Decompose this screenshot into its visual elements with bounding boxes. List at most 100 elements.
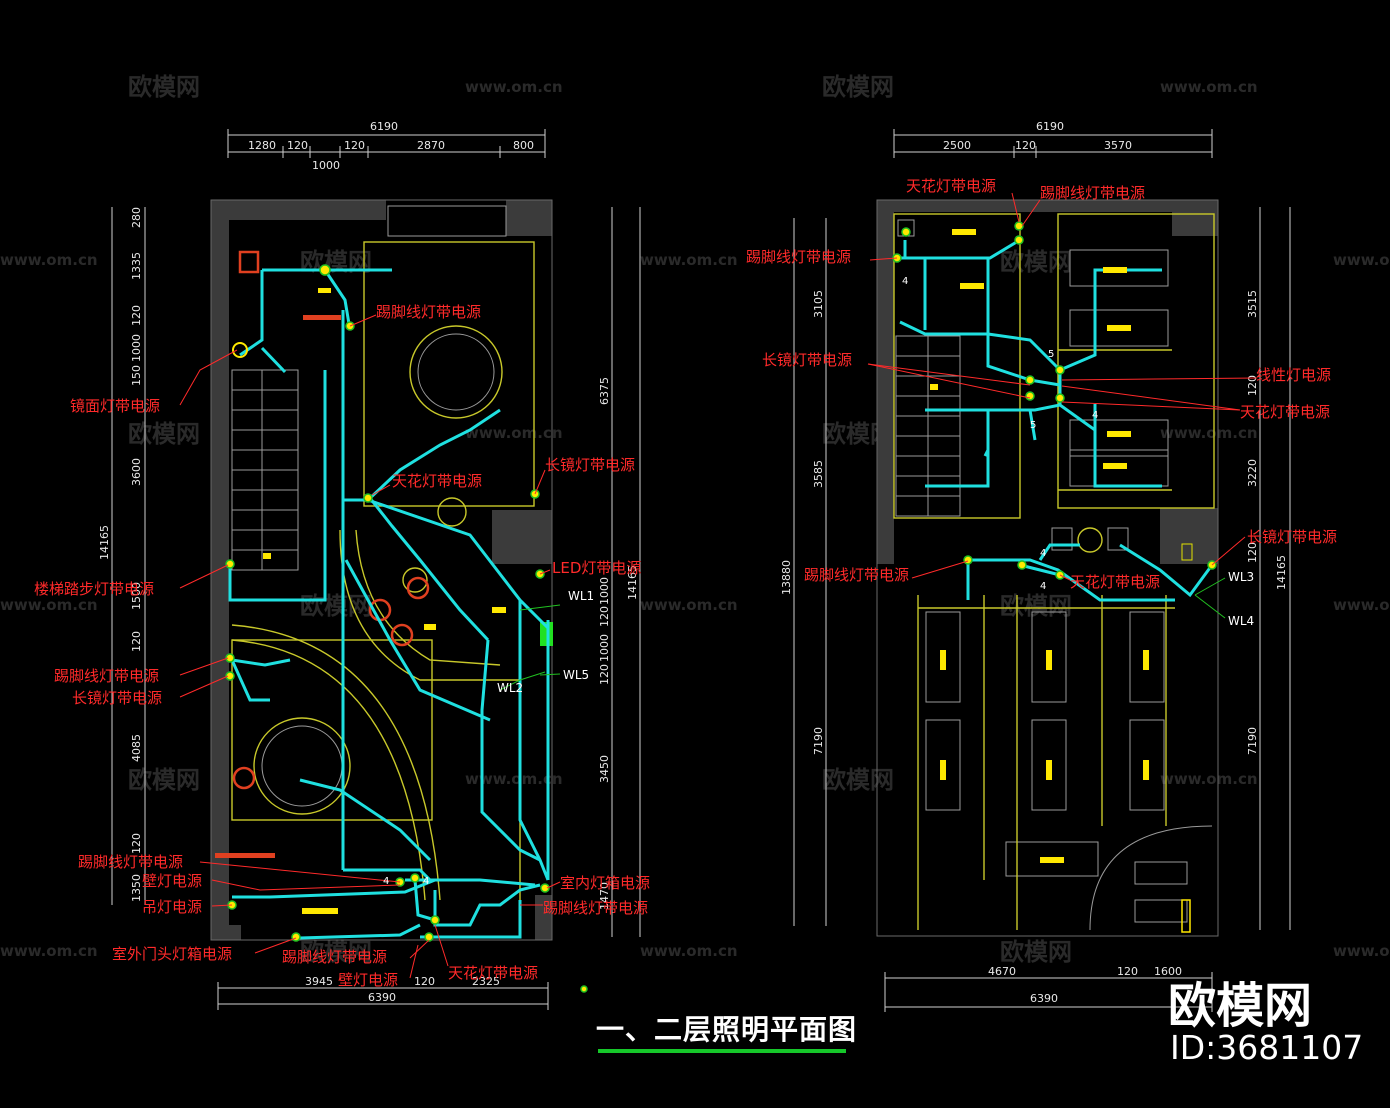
dimension-segment: 7190 xyxy=(812,727,825,755)
dimension-segment: 6375 xyxy=(598,377,611,405)
left-floor-plan: 6190 1280 120 120 2870 800 1000 14165 28… xyxy=(34,120,650,1010)
power-label: 踢脚线灯带电源 xyxy=(543,899,648,917)
right-right-dimensions: 14165 3515 120 3220 120 7190 xyxy=(1246,207,1291,930)
dimension-segment: 2325 xyxy=(472,975,500,988)
power-label: 天花灯带电源 xyxy=(906,177,996,195)
power-label: 天花灯带电源 xyxy=(448,964,538,982)
circuit-tag: WL1 xyxy=(568,589,594,603)
power-label: 天花灯带电源 xyxy=(392,472,482,490)
power-label: 吊灯电源 xyxy=(142,898,202,916)
circuit-tag: WL5 xyxy=(563,668,589,682)
circuit-tag: WL3 xyxy=(1228,570,1254,584)
dimension-segment: 3945 xyxy=(305,975,333,988)
dimension-segment: 1000 xyxy=(598,577,611,605)
circuit-count: 4 xyxy=(1092,410,1098,421)
circuit-tag: WL4 xyxy=(1228,614,1254,628)
brand-id: ID:3681107 xyxy=(1170,1028,1364,1067)
power-label: 室外门头灯箱电源 xyxy=(112,945,232,963)
dimension-segment: 1000 xyxy=(598,634,611,662)
power-label: 踢脚线灯带电源 xyxy=(376,303,481,321)
watermark-url: www.om.cn xyxy=(1160,78,1258,96)
power-label: LED灯带电源 xyxy=(552,559,641,577)
watermark-url: www.om.cn xyxy=(1333,251,1390,269)
power-label: 踢脚线灯带电源 xyxy=(54,667,159,685)
dimension-segment: 2870 xyxy=(417,139,445,152)
left-side-dimensions: 14165 280 1335 120 1000 150 3600 1500 12… xyxy=(98,207,146,905)
watermark-url: www.om.cn xyxy=(0,251,98,269)
watermark-brand: 欧模网 xyxy=(300,592,372,620)
dimension-segment: 3105 xyxy=(812,290,825,318)
left-walls xyxy=(210,199,553,941)
dimension-segment: 4670 xyxy=(988,965,1016,978)
dimension-segment: 7190 xyxy=(1246,727,1259,755)
power-label: 踢脚线灯带电源 xyxy=(282,948,387,966)
circuit-count: 5 xyxy=(1048,349,1054,360)
dimension-overall: 14165 xyxy=(98,525,111,560)
watermark-brand: 欧模网 xyxy=(300,248,372,276)
left-wiring xyxy=(228,268,550,940)
dimension-overall: 14165 xyxy=(1275,555,1288,590)
title-underline xyxy=(598,1049,846,1053)
watermark-url: www.om.cn xyxy=(1160,770,1258,788)
left-power-labels: 踢脚线灯带电源 镜面灯带电源 天花灯带电源 长镜灯带电源 楼梯踏步灯带电源 LE… xyxy=(34,303,650,989)
dimension-segment: 280 xyxy=(130,207,143,228)
dimension-segment: 3450 xyxy=(598,755,611,783)
left-fixtures xyxy=(225,264,588,993)
power-label: 壁灯电源 xyxy=(142,872,202,890)
right-wiring xyxy=(897,238,1214,602)
left-stair-area xyxy=(231,205,507,571)
watermark-url: www.om.cn xyxy=(465,770,563,788)
power-label: 天花灯带电源 xyxy=(1240,403,1330,421)
power-label: 长镜灯带电源 xyxy=(1247,528,1337,546)
watermark-brand: 欧模网 xyxy=(822,766,894,794)
circuit-count: 4 xyxy=(902,276,908,287)
dimension-overall: 6390 xyxy=(1030,992,1058,1005)
dimension-segment: 120 xyxy=(598,664,611,685)
dimension-sub: 1000 xyxy=(312,159,340,172)
circuit-count: 4 xyxy=(1040,581,1046,592)
circuit-tag: WL2 xyxy=(497,681,523,695)
watermark-brand: 欧模网 xyxy=(1000,248,1072,276)
power-label: 线性灯电源 xyxy=(1256,366,1331,384)
power-label: 室内灯箱电源 xyxy=(560,874,650,892)
dimension-segment: 120 xyxy=(344,139,365,152)
dimension-segment: 120 xyxy=(1246,375,1259,396)
power-label: 天花灯带电源 xyxy=(1070,573,1160,591)
dimension-overall: 14165 xyxy=(626,565,639,600)
right-walls xyxy=(876,199,1219,937)
dimension-segment: 1470 xyxy=(598,882,611,910)
dimension-segment: 1000 xyxy=(130,334,143,362)
drawing-title: 一、二层照明平面图 xyxy=(596,1013,858,1046)
watermark-brand: 欧模网 xyxy=(128,420,200,448)
watermark-url: www.om.cn xyxy=(465,78,563,96)
dimension-overall: 13880 xyxy=(780,560,793,595)
brand-logo: 欧模网 xyxy=(1168,978,1313,1034)
power-label: 壁灯电源 xyxy=(338,971,398,989)
dimension-segment: 120 xyxy=(130,631,143,652)
watermark-url: www.om.cn xyxy=(465,424,563,442)
circuit-count: 5 xyxy=(1030,420,1036,431)
watermark-url: www.om.cn xyxy=(640,251,738,269)
dimension-segment: 1600 xyxy=(1154,965,1182,978)
right-floor-plan: 6190 2500 120 3570 13880 3105 3585 7190 … xyxy=(746,120,1337,1012)
power-label: 踢脚线灯带电源 xyxy=(78,853,183,871)
dimension-segment: 3515 xyxy=(1246,290,1259,318)
watermark-brand: 欧模网 xyxy=(1000,938,1072,966)
dimension-segment: 1280 xyxy=(248,139,276,152)
dimension-overall: 6190 xyxy=(370,120,398,133)
power-label: 长镜灯带电源 xyxy=(72,689,162,707)
right-left-dimensions: 13880 3105 3585 7190 xyxy=(780,218,827,926)
dimension-segment: 3585 xyxy=(812,460,825,488)
left-circuit-tags: WL1 WL2 WL5 4 4 xyxy=(383,589,594,887)
right-bottom-dimensions: 4670 120 1600 6390 xyxy=(884,965,1213,1012)
left-bottom-dimensions: 3945 120 2325 6390 xyxy=(217,975,549,1010)
left-leaders xyxy=(179,314,561,979)
watermark-url: www.om.cn xyxy=(1333,596,1390,614)
circuit-count: 4 xyxy=(1040,548,1046,559)
dimension-segment: 120 xyxy=(1117,965,1138,978)
dimension-segment: 120 xyxy=(130,833,143,854)
watermark-brand: 欧模网 xyxy=(1000,592,1072,620)
dimension-segment: 120 xyxy=(287,139,308,152)
dimension-segment: 3570 xyxy=(1104,139,1132,152)
